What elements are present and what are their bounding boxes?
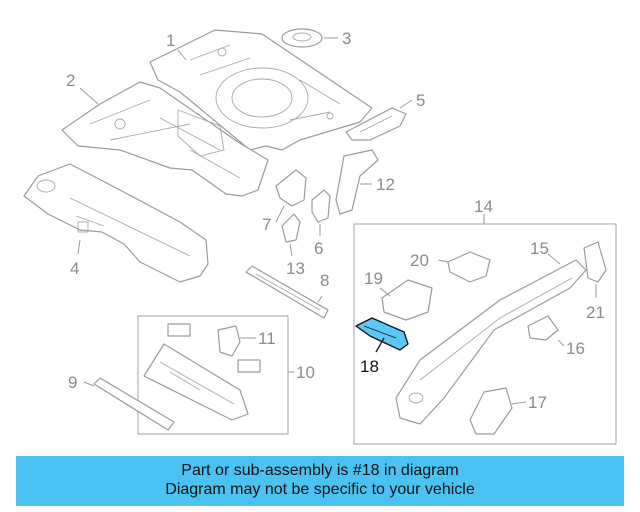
callout-14: 14	[474, 197, 493, 216]
part-15-side-member[interactable]	[395, 259, 587, 425]
part-6-bracket[interactable]	[311, 189, 331, 223]
callout-2: 2	[66, 71, 75, 90]
part-11-bracket[interactable]	[217, 325, 241, 357]
part-9-rail[interactable]	[93, 377, 175, 431]
callout-9: 9	[68, 373, 77, 392]
part-2-center-floor[interactable]	[61, 81, 269, 197]
callout-19: 19	[364, 269, 383, 288]
part-5-bracket[interactable]	[345, 107, 407, 141]
callout-20: 20	[410, 251, 429, 270]
callout-17: 17	[528, 393, 547, 412]
part-10-floor-section[interactable]	[143, 323, 261, 421]
callout-18: 18	[360, 357, 379, 376]
callout-15: 15	[530, 239, 549, 258]
callout-12: 12	[376, 175, 395, 194]
callout-3: 3	[342, 29, 351, 48]
callout-1: 1	[166, 31, 175, 50]
callout-6: 6	[314, 239, 323, 258]
callout-4: 4	[70, 259, 79, 278]
part-7-bracket[interactable]	[275, 169, 307, 207]
callout-5: 5	[416, 91, 425, 110]
part-3-plug[interactable]	[281, 28, 323, 48]
part-17-bracket[interactable]	[469, 387, 513, 435]
callout-21: 21	[586, 303, 605, 322]
callout-13: 13	[286, 259, 305, 278]
part-12-reinforcement[interactable]	[335, 149, 379, 215]
part-16-plate[interactable]	[527, 315, 559, 341]
part-19-bracket[interactable]	[381, 279, 433, 321]
part-13-plate[interactable]	[281, 213, 301, 243]
callout-11: 11	[258, 329, 276, 348]
banner-line-1: Part or sub-assembly is #18 in diagram	[181, 462, 459, 479]
parts-diagram: 1 3 2 5 4 7 12 6	[23, 28, 617, 445]
part-8-rail[interactable]	[245, 265, 329, 319]
part-18-highlighted[interactable]	[355, 317, 409, 351]
part-20-bracket[interactable]	[447, 251, 491, 283]
part-4-rear-crossmember[interactable]	[23, 163, 209, 283]
group-10-box	[137, 315, 289, 435]
part-1-rear-floor-pan[interactable]	[149, 29, 373, 151]
callout-16: 16	[566, 339, 585, 358]
callout-8: 8	[320, 271, 329, 290]
part-21-bracket[interactable]	[583, 241, 607, 283]
callout-7: 7	[262, 215, 271, 234]
banner-line-2: Diagram may not be specific to your vehi…	[165, 481, 475, 498]
info-banner: Part or sub-assembly is #18 in diagram D…	[16, 456, 624, 506]
group-14-box	[353, 223, 617, 445]
callout-10: 10	[296, 363, 315, 382]
